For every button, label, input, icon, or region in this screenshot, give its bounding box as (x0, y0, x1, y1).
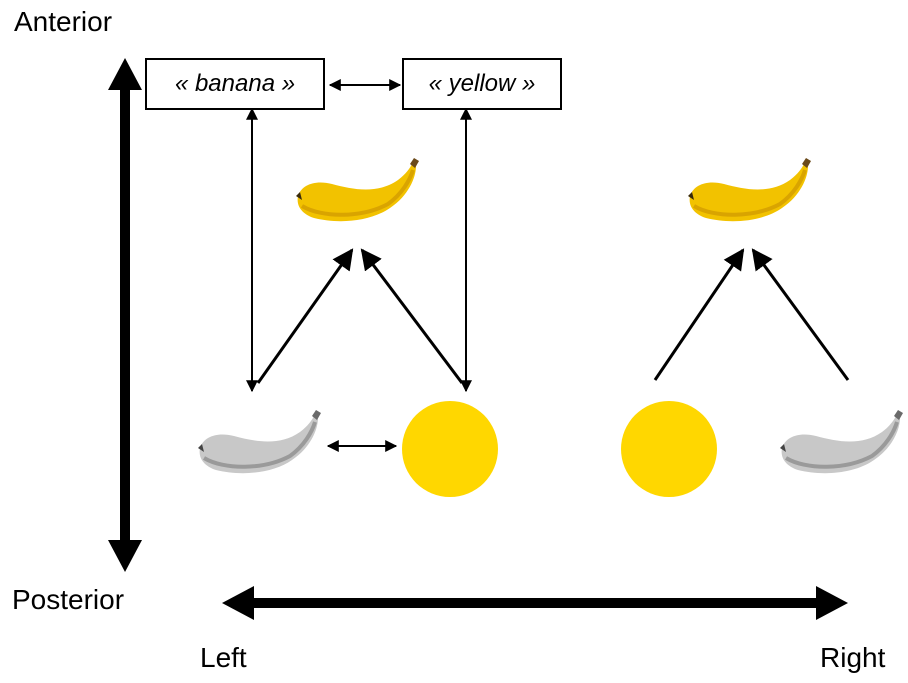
left-yellow-circle-icon (402, 401, 498, 497)
left-right-axis (222, 586, 848, 620)
posterior-label: Posterior (12, 584, 125, 615)
right-grey-to-color-banana-arrow (751, 248, 850, 381)
left-circle-to-color-banana-arrow (360, 248, 464, 384)
yellow-word-label: « yellow » (428, 70, 536, 97)
left-colored-banana-icon (296, 158, 419, 222)
left-grayscale-banana-icon (198, 410, 321, 474)
left-grey-to-color-banana-arrow (256, 248, 354, 384)
right-yellow-circle-icon (621, 401, 717, 497)
anterior-posterior-axis (108, 58, 142, 572)
right-label: Right (820, 642, 886, 673)
banana-word-box: « banana » (145, 58, 325, 110)
right-grayscale-banana-icon (780, 410, 903, 474)
banana-word-label: « banana » (174, 70, 296, 97)
right-circle-to-color-banana-arrow (653, 248, 745, 381)
yellow-word-box: « yellow » (402, 58, 562, 110)
right-colored-banana-icon (688, 158, 811, 222)
left-label: Left (200, 642, 247, 673)
anterior-label: Anterior (14, 6, 113, 37)
